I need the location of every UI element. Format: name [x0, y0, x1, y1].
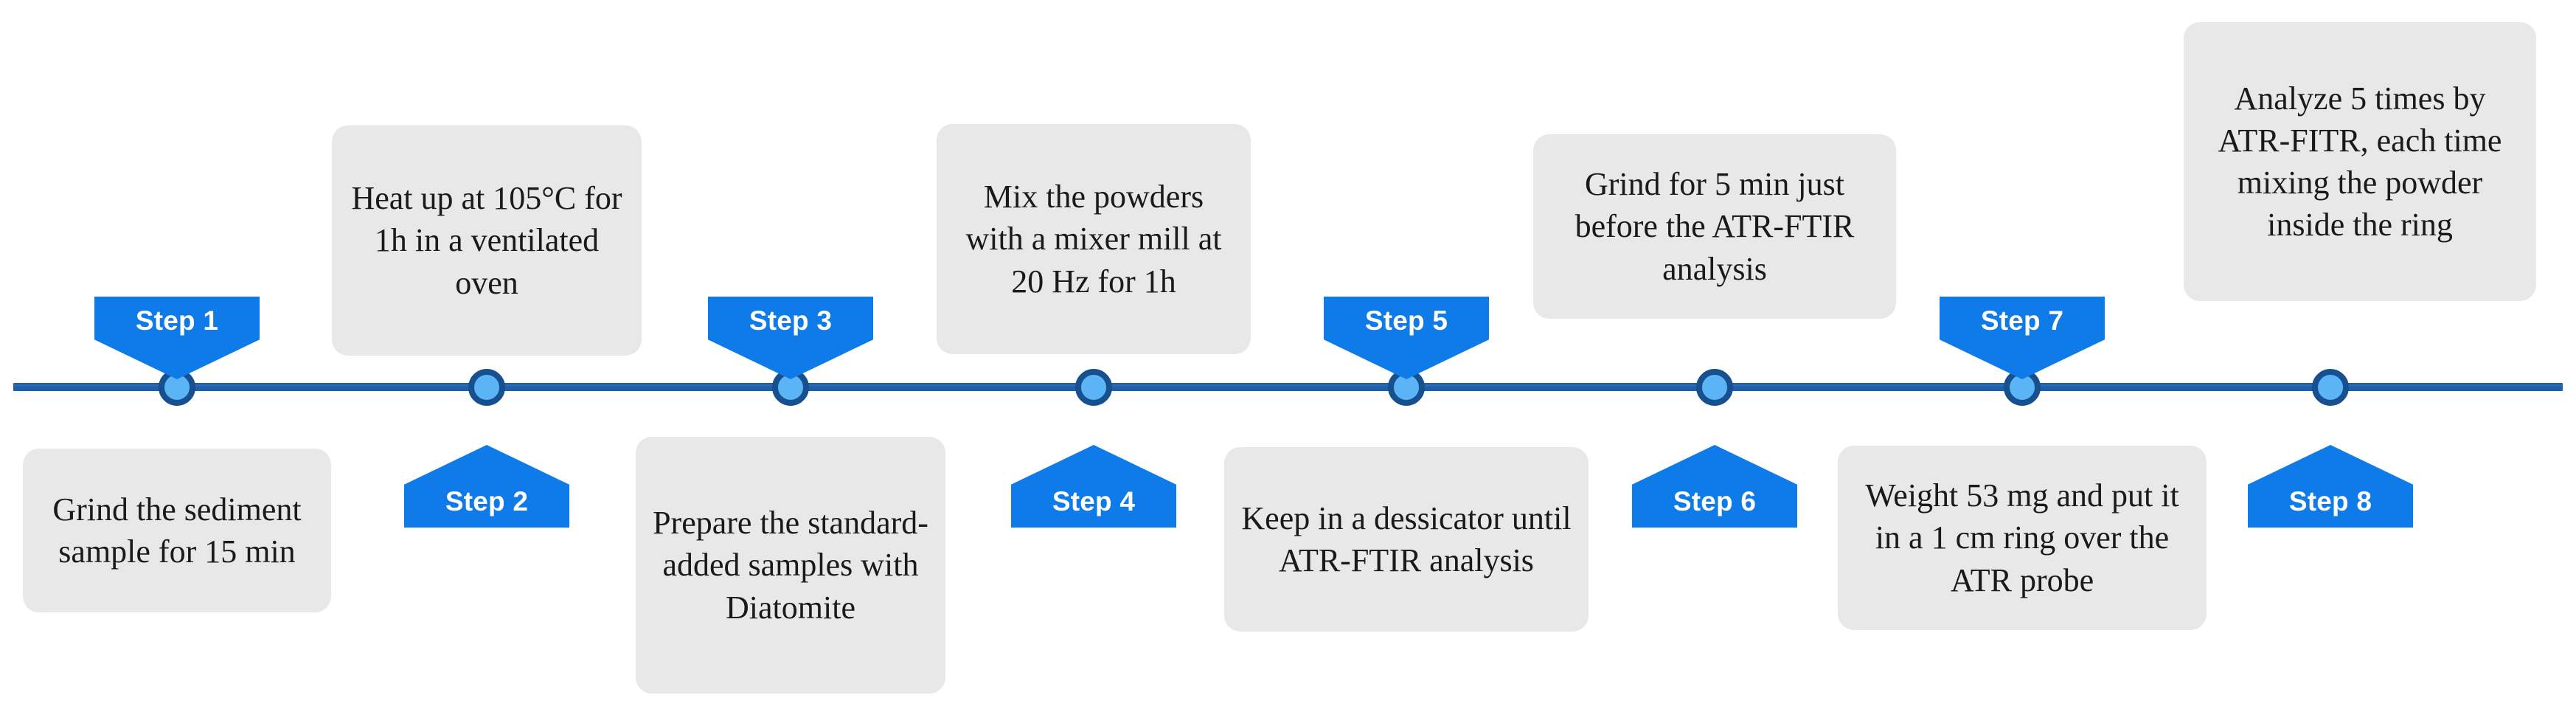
step-description-1: Grind the sediment sample for 15 min: [23, 449, 331, 612]
step-badge-6[interactable]: Step 6: [1632, 445, 1797, 528]
step-description-3: Prepare the standard-added samples with …: [636, 437, 945, 694]
step-description-text-6: Grind for 5 min just before the ATR-FTIR…: [1575, 166, 1855, 287]
step-badge-label-2: Step 2: [445, 486, 529, 516]
step-description-2: Heat up at 105°C for 1h in a ventilated …: [332, 125, 642, 356]
timeline-node-4[interactable]: [1075, 369, 1112, 406]
step-badge-label-6: Step 6: [1673, 486, 1757, 516]
step-description-text-7: Weight 53 mg and put it in a 1 cm ring o…: [1865, 477, 2179, 598]
step-badge-label-1: Step 1: [135, 305, 219, 336]
step-description-text-4: Mix the powders with a mixer mill at 20 …: [965, 179, 1222, 300]
step-badge-1[interactable]: Step 1: [94, 297, 260, 379]
step-badge-label-7: Step 7: [1980, 305, 2064, 336]
step-description-6: Grind for 5 min just before the ATR-FTIR…: [1533, 134, 1896, 319]
step-badge-4[interactable]: Step 4: [1011, 445, 1176, 528]
step-description-4: Mix the powders with a mixer mill at 20 …: [937, 124, 1251, 354]
step-description-text-3: Prepare the standard-added samples with …: [653, 505, 928, 626]
timeline-node-2[interactable]: [468, 369, 505, 406]
step-badge-2[interactable]: Step 2: [404, 445, 569, 528]
step-badge-label-5: Step 5: [1364, 305, 1448, 336]
timeline-node-6[interactable]: [1696, 369, 1733, 406]
timeline-node-8[interactable]: [2312, 369, 2349, 406]
step-badge-label-8: Step 8: [2288, 486, 2372, 516]
step-description-text-2: Heat up at 105°C for 1h in a ventilated …: [351, 180, 622, 301]
step-badge-3[interactable]: Step 3: [708, 297, 873, 379]
step-badge-8[interactable]: Step 8: [2248, 445, 2413, 528]
step-description-7: Weight 53 mg and put it in a 1 cm ring o…: [1838, 446, 2207, 630]
step-description-text-1: Grind the sediment sample for 15 min: [52, 491, 302, 570]
step-description-8: Analyze 5 times by ATR-FITR, each time m…: [2184, 22, 2536, 301]
step-description-text-5: Keep in a dessicator until ATR-FTIR anal…: [1241, 500, 1572, 578]
step-badge-7[interactable]: Step 7: [1940, 297, 2105, 379]
step-description-5: Keep in a dessicator until ATR-FTIR anal…: [1224, 447, 1589, 632]
step-description-text-8: Analyze 5 times by ATR-FITR, each time m…: [2218, 80, 2502, 243]
step-badge-5[interactable]: Step 5: [1324, 297, 1489, 379]
step-badge-label-3: Step 3: [749, 305, 833, 336]
timeline-axis: [13, 383, 2563, 391]
step-badge-label-4: Step 4: [1052, 486, 1136, 516]
